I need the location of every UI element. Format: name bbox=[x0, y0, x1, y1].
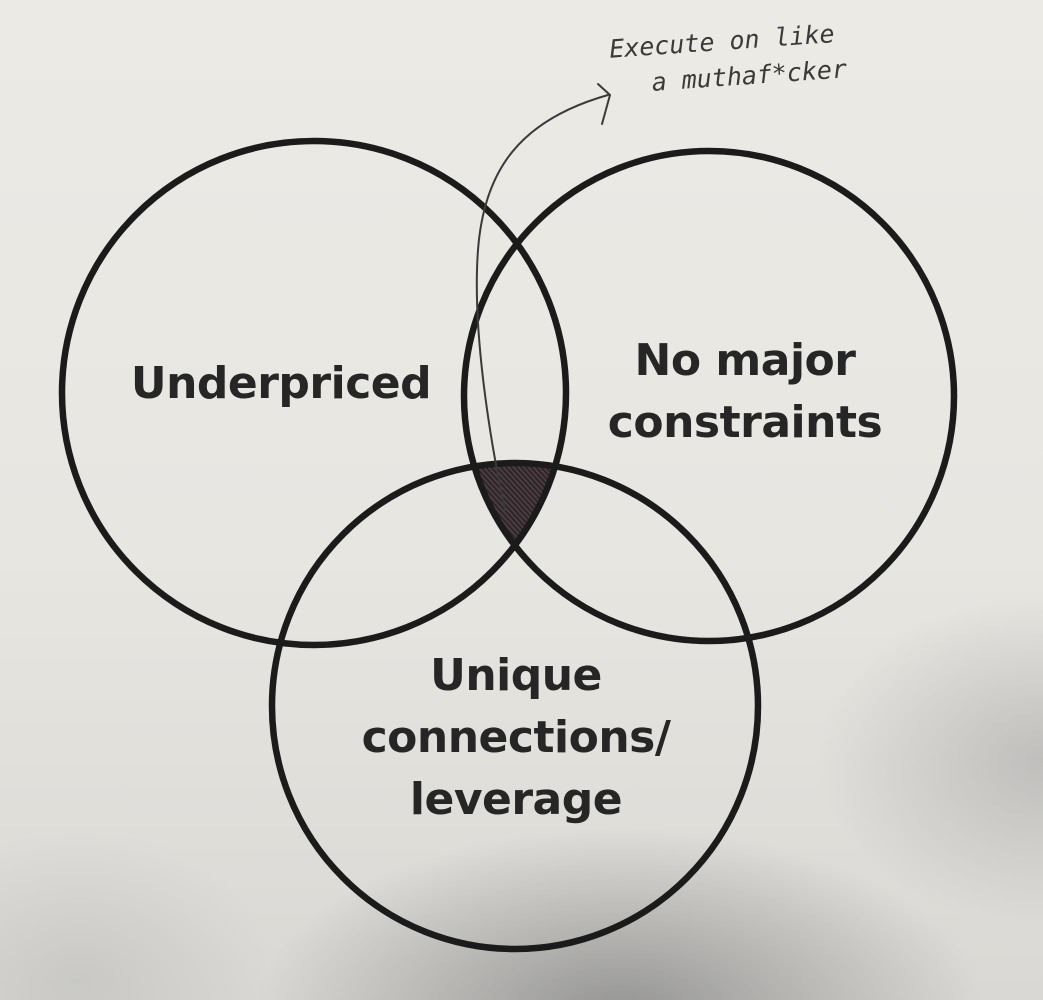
arrow-head-icon bbox=[597, 83, 611, 125]
set-label-no-major-constraints: No major constraints bbox=[608, 335, 883, 448]
hatch-stroke bbox=[335, 455, 430, 560]
set-label-line: Unique bbox=[430, 650, 602, 701]
annotation-arrow bbox=[475, 83, 611, 511]
hatch-stroke bbox=[350, 455, 445, 560]
set-label-line: No major bbox=[635, 335, 857, 386]
annotation-line: a muthaf*cker bbox=[651, 54, 848, 97]
arrow-curve bbox=[475, 94, 609, 511]
hatch-stroke bbox=[544, 463, 566, 561]
set-label-line: constraints bbox=[608, 397, 882, 448]
hatch-stroke bbox=[529, 463, 566, 561]
hatch-stroke bbox=[585, 455, 680, 560]
set-circle-no-major-constraints bbox=[460, 147, 958, 645]
set-label-underpriced: Underpriced bbox=[131, 358, 431, 409]
hatch-stroke bbox=[464, 463, 486, 561]
handwritten-annotation: Execute on like a muthaf*cker bbox=[608, 19, 848, 97]
hatch-stroke bbox=[580, 455, 675, 560]
hatch-stroke bbox=[519, 463, 566, 561]
hatch-stroke bbox=[340, 455, 435, 560]
set-circle-underpriced bbox=[58, 137, 570, 649]
set-label-unique-connections-leverage: Unique connections/ leverage bbox=[362, 650, 673, 825]
hatch-stroke bbox=[524, 463, 566, 561]
hatch-stroke bbox=[355, 455, 450, 560]
hatch-stroke bbox=[345, 455, 440, 560]
set-circle-unique-connections bbox=[268, 459, 762, 953]
set-label-line: leverage bbox=[410, 774, 622, 825]
set-label-line: connections/ bbox=[362, 712, 672, 763]
